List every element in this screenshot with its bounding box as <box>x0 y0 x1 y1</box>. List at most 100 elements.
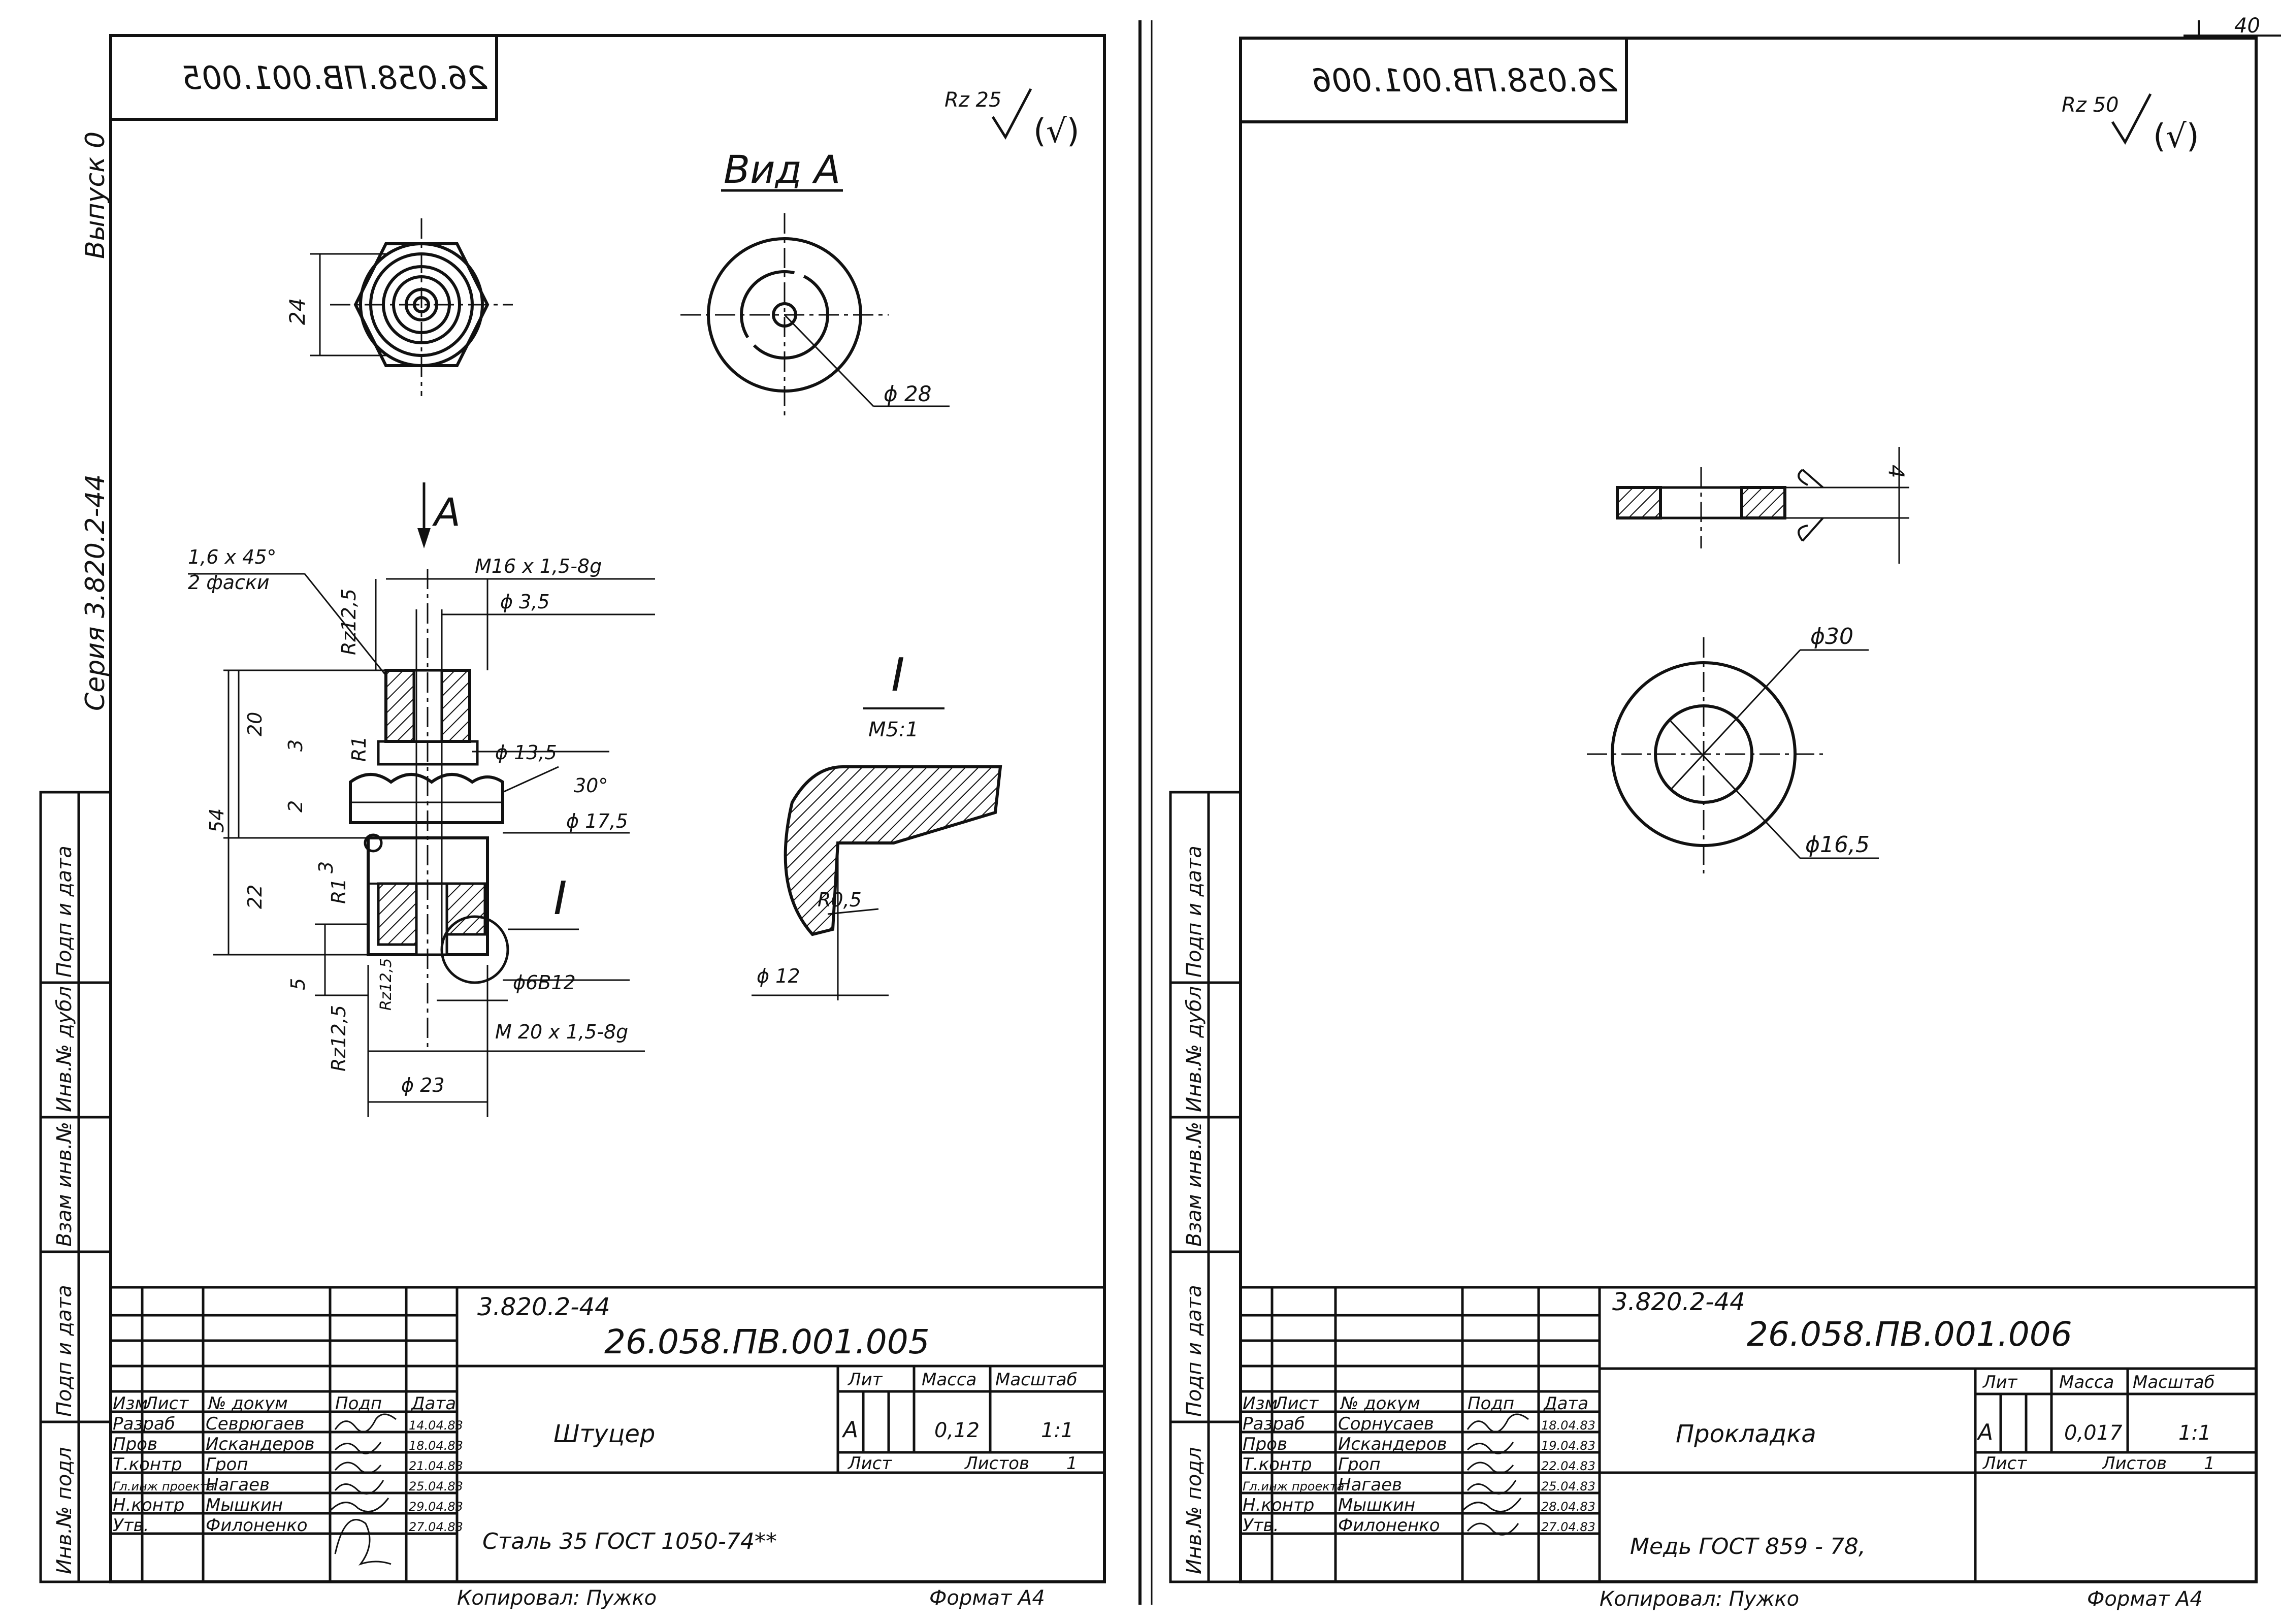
svg-text:Филоненко: Филоненко <box>1338 1515 1440 1536</box>
format-left: Формат А4 <box>929 1586 1045 1610</box>
svg-text:Rz 25: Rz 25 <box>944 88 1001 112</box>
dim-d28: ϕ 28 <box>884 381 932 406</box>
svg-text:Мышкин: Мышкин <box>1338 1495 1415 1515</box>
svg-text:М 20 x 1,5-8g: М 20 x 1,5-8g <box>495 1021 628 1043</box>
view-a-drawing <box>680 213 950 416</box>
detail-scale: М5:1 <box>868 718 919 741</box>
svg-text:ϕ 12: ϕ 12 <box>757 965 800 987</box>
svg-text:27.04.83: 27.04.83 <box>409 1520 463 1534</box>
svg-text:1:1: 1:1 <box>1041 1419 1073 1442</box>
side-cell-5: Инв.№ подл <box>53 1447 76 1574</box>
svg-text:R1: R1 <box>328 878 350 904</box>
dimension-texts: 1,6 x 45° 2 фаски М16 x 1,5-8g ϕ 3,5 Rz1… <box>188 546 628 1096</box>
svg-text:Дата: Дата <box>410 1393 456 1414</box>
svg-text:Штуцер: Штуцер <box>553 1420 655 1448</box>
dim-4: 4 <box>1884 465 1909 478</box>
svg-text:А: А <box>841 1417 858 1443</box>
svg-text:26.058.ПВ.001.006: 26.058.ПВ.001.006 <box>1747 1315 2072 1354</box>
svg-text:Прокладка: Прокладка <box>1676 1420 1816 1448</box>
svg-text:Гроп: Гроп <box>206 1454 248 1475</box>
nut-top-view <box>310 218 513 396</box>
svg-text:2 фаски: 2 фаски <box>188 571 270 594</box>
signatures-right <box>1461 1413 1529 1536</box>
side-cell-3: Взам инв.№ <box>53 1122 76 1247</box>
svg-text:Листов: Листов <box>2101 1453 2167 1474</box>
svg-text:А: А <box>432 490 461 535</box>
detail-title: I <box>891 648 905 702</box>
svg-text:Сорнусаев: Сорнусаев <box>1338 1414 1434 1434</box>
svg-text:Лит: Лит <box>847 1370 883 1390</box>
svg-text:18.04.83: 18.04.83 <box>409 1439 463 1453</box>
left-margin: Выпуск 0 Серия 3.820.2-44 <box>80 132 111 711</box>
svg-text:Сталь 35 ГОСТ 1050-74**: Сталь 35 ГОСТ 1050-74** <box>482 1529 777 1554</box>
dim-24: 24 <box>285 298 310 325</box>
copied-right: Копировал: Пужко <box>1600 1587 1799 1611</box>
side-cell-r1: Подп и дата <box>1183 846 1206 978</box>
side-cell-r5: Инв.№ подл <box>1183 1447 1206 1574</box>
format-right: Формат А4 <box>2087 1587 2203 1611</box>
dim-d30: ϕ30 <box>1810 624 1853 649</box>
svg-text:Изм: Изм <box>1243 1393 1278 1414</box>
section-arrow-a: А <box>417 482 461 548</box>
svg-text:Гл.инж проекта: Гл.инж проекта <box>113 1479 214 1493</box>
svg-text:0,12: 0,12 <box>934 1419 980 1442</box>
svg-text:Т.контр: Т.контр <box>113 1454 182 1475</box>
svg-text:1: 1 <box>2204 1453 2215 1474</box>
svg-text:1,6 x 45°: 1,6 x 45° <box>188 546 276 568</box>
svg-text:25.04.83: 25.04.83 <box>1541 1479 1595 1493</box>
svg-text:(√): (√) <box>2153 118 2199 155</box>
vypusk-label: Выпуск 0 <box>80 132 111 259</box>
svg-text:Гл.инж проекта: Гл.инж проекта <box>1243 1479 1344 1493</box>
sheet-right: 26.058.ПВ.001.006 Rz 50 (√) 4 <box>1239 37 2258 1611</box>
svg-text:30°: 30° <box>574 774 608 797</box>
svg-text:19.04.83: 19.04.83 <box>1541 1439 1595 1453</box>
svg-text:3: 3 <box>284 739 307 752</box>
svg-text:R1: R1 <box>348 736 370 762</box>
svg-text:Гроп: Гроп <box>1338 1454 1381 1475</box>
svg-text:28.04.83: 28.04.83 <box>1541 1500 1595 1514</box>
svg-text:18.04.83: 18.04.83 <box>1541 1418 1595 1433</box>
svg-text:(√): (√) <box>1033 113 1080 150</box>
svg-text:Лист: Лист <box>847 1453 892 1474</box>
dim-d165: ϕ16,5 <box>1805 832 1870 858</box>
svg-text:Нагаев: Нагаев <box>1338 1475 1402 1495</box>
svg-text:Медь ГОСТ 859 - 78,: Медь ГОСТ 859 - 78, <box>1630 1534 1866 1560</box>
svg-text:Нагаев: Нагаев <box>206 1475 270 1495</box>
svg-text:Искандеров: Искандеров <box>1338 1434 1447 1454</box>
svg-text:Т.контр: Т.контр <box>1243 1454 1312 1475</box>
side-cell-r3: Взам инв.№ <box>1183 1122 1206 1247</box>
side-cell-1: Подп и дата <box>53 846 76 978</box>
sheet-left: 26.058.ПВ.001.005 Rz 25 (√) Вид А 24 <box>109 34 1106 1610</box>
svg-text:Подп: Подп <box>335 1393 382 1414</box>
svg-text:Лист: Лист <box>1274 1393 1319 1414</box>
svg-text:3: 3 <box>315 861 337 873</box>
title-block-left <box>111 1286 1104 1582</box>
svg-text:Изм: Изм <box>113 1393 148 1414</box>
title-block-right <box>1241 1286 2256 1582</box>
svg-text:22: 22 <box>244 885 266 909</box>
svg-text:ϕ 17,5: ϕ 17,5 <box>566 810 628 832</box>
side-cell-r2: Инв.№ дубл <box>1183 986 1206 1112</box>
svg-text:Пров: Пров <box>1243 1434 1287 1454</box>
mirrored-code-right: 26.058.ПВ.001.006 <box>1312 62 1617 99</box>
svg-text:ϕ 3,5: ϕ 3,5 <box>500 591 550 613</box>
svg-text:Лист: Лист <box>1982 1453 2027 1474</box>
svg-text:5: 5 <box>287 978 309 990</box>
detail-marker-i: I <box>553 872 567 925</box>
gasket-section <box>1616 447 1909 564</box>
svg-text:А: А <box>1976 1419 1993 1445</box>
page-number: 40 <box>2184 14 2281 38</box>
title-block-left-text: 3.820.2-44 26.058.ПВ.001.005 Штуцер Стал… <box>113 1293 1078 1554</box>
svg-text:Масса: Масса <box>2059 1372 2114 1392</box>
svg-text:Севрюгаев: Севрюгаев <box>206 1414 305 1434</box>
svg-text:Листов: Листов <box>964 1453 1029 1474</box>
svg-text:М16 x 1,5-8g: М16 x 1,5-8g <box>475 555 602 577</box>
fitting-section <box>349 569 509 1051</box>
side-cell-4: Подп и дата <box>53 1285 76 1417</box>
svg-text:54: 54 <box>206 808 228 833</box>
svg-text:26.058.ПВ.001.005: 26.058.ПВ.001.005 <box>604 1322 930 1361</box>
svg-text:Утв.: Утв. <box>113 1515 149 1536</box>
svg-text:№ докум: № докум <box>1340 1393 1420 1414</box>
svg-text:Мышкин: Мышкин <box>206 1495 283 1515</box>
svg-text:Искандеров: Искандеров <box>206 1434 315 1454</box>
